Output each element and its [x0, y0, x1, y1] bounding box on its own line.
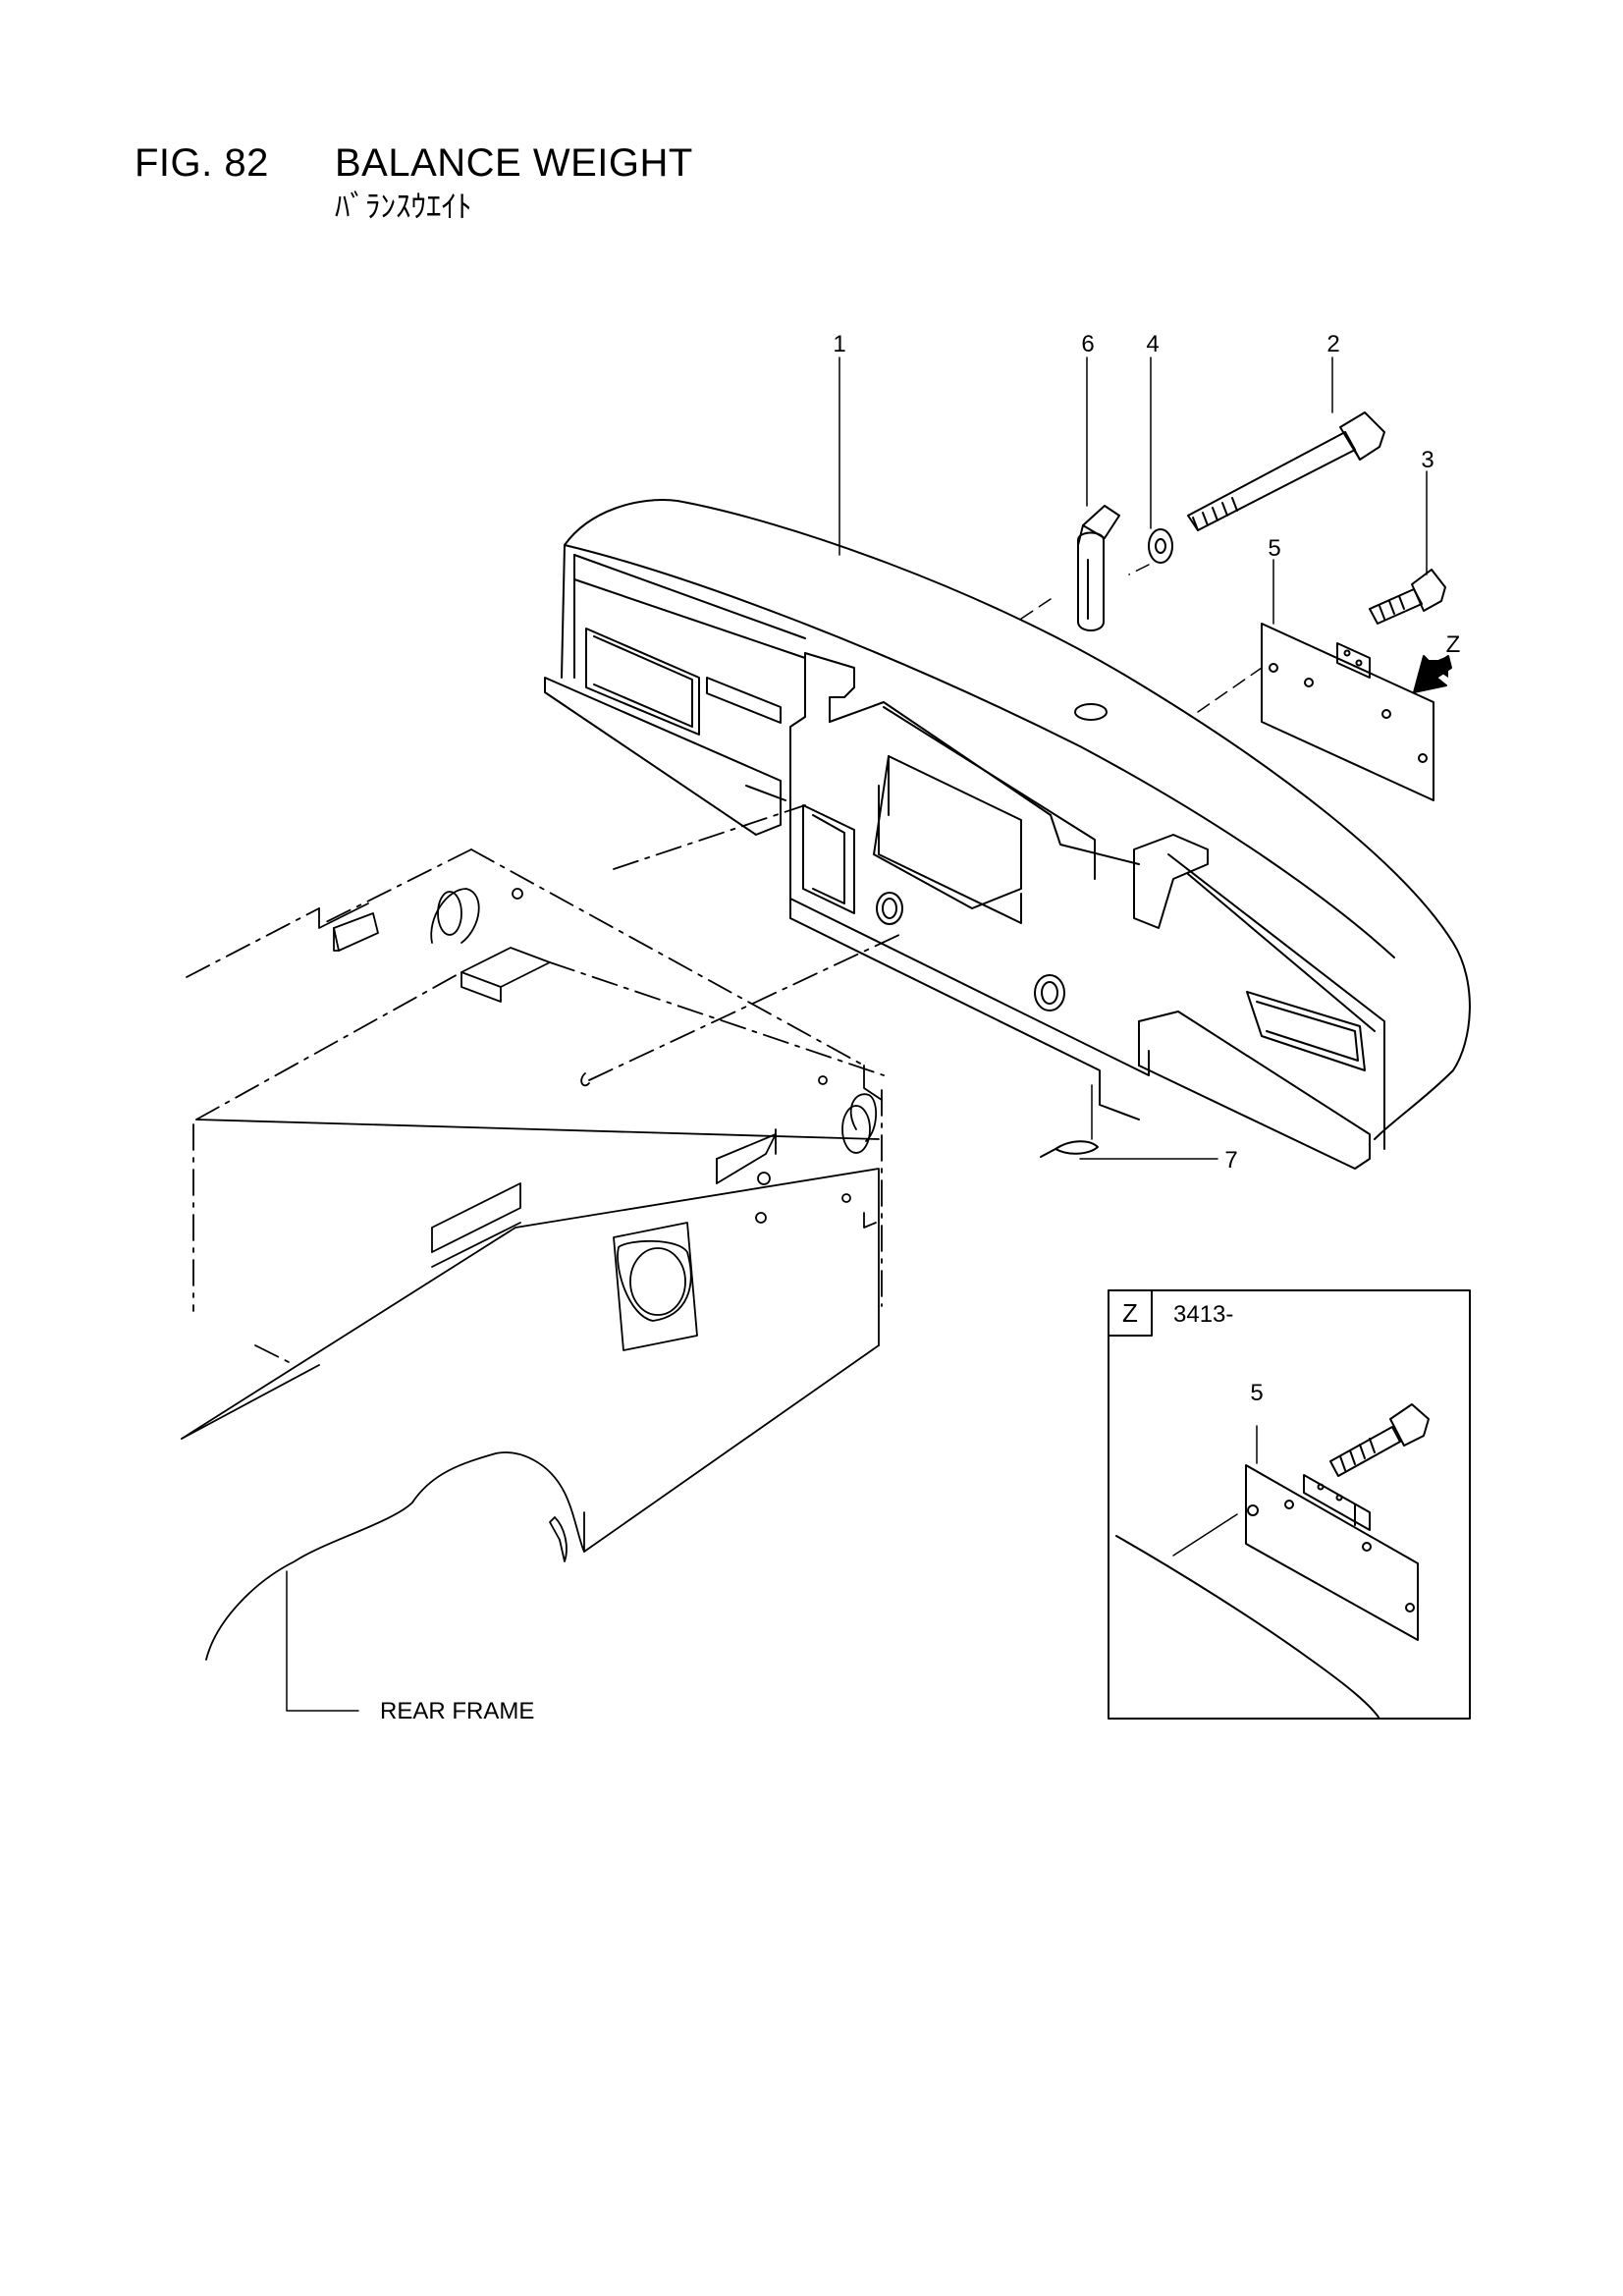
z-arrow-label: Z: [1446, 631, 1461, 658]
balance-weight-body: [544, 499, 1471, 1170]
callout-3: 3: [1421, 447, 1434, 473]
part-3-short-bolt: [1369, 569, 1446, 625]
part-7-split-pin: [1040, 1140, 1099, 1158]
callout-1: 1: [833, 331, 845, 357]
callout-4: 4: [1146, 331, 1159, 357]
figure-title: BALANCE WEIGHT: [335, 141, 693, 185]
figure-subtitle: ﾊﾞﾗﾝｽｳｴｲﾄ: [335, 190, 472, 225]
detail-callout-5: 5: [1250, 1380, 1263, 1406]
leader-lines: [839, 356, 1428, 1160]
z-view-arrow: [1413, 655, 1452, 693]
callout-7: 7: [1224, 1147, 1237, 1174]
callout-6: 6: [1081, 331, 1094, 357]
part-5-plate: [1261, 623, 1434, 801]
part-6-lever-pin: [1077, 505, 1120, 631]
rear-frame-label: REAR FRAME: [380, 1698, 534, 1724]
part-2-long-bolt: [1187, 411, 1385, 531]
rear-frame-phantom: [181, 804, 904, 1661]
detail-view-label: Z: [1122, 1298, 1138, 1328]
part-4-washer: [1148, 528, 1173, 564]
rear-frame-leader: [286, 1570, 359, 1712]
callout-2: 2: [1326, 331, 1339, 357]
detail-view-z: [1108, 1289, 1471, 1720]
detail-view-serial: 3413-: [1173, 1301, 1233, 1328]
figure-number: FIG. 82: [135, 141, 269, 185]
callout-5: 5: [1268, 535, 1280, 562]
